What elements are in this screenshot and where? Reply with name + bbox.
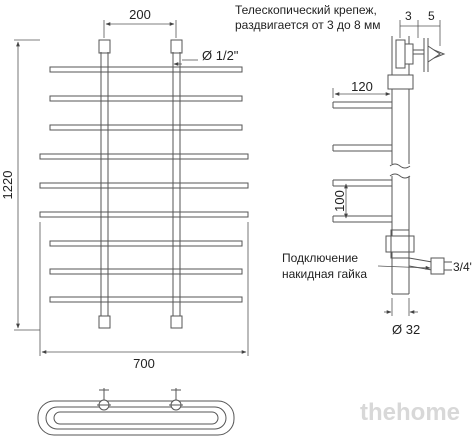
top-view-fitting-right <box>169 388 183 411</box>
rail-bar-3 <box>49 124 243 131</box>
dimension-depth <box>332 88 391 98</box>
connection-leader <box>377 265 431 270</box>
fitting-bottom-left <box>98 315 111 329</box>
top-view-fitting-left <box>97 388 111 411</box>
label-dim-100: 100 <box>332 190 347 212</box>
dimension-width-bottom <box>39 222 249 356</box>
side-coupling-top <box>387 74 414 90</box>
side-riser <box>391 36 410 294</box>
label-dim-5: 5 <box>428 9 435 23</box>
rail-bar-5 <box>39 182 249 189</box>
rail-bar-7 <box>49 240 243 247</box>
top-view <box>37 388 235 436</box>
rail-bar-8 <box>49 268 243 275</box>
dimension-riser-diameter <box>384 298 418 316</box>
rail-bar-2 <box>49 95 243 102</box>
dimension-height <box>14 39 40 331</box>
label-dim-120: 120 <box>351 79 373 94</box>
label-dim-3: 3 <box>405 9 412 23</box>
label-riser-diameter: Ø 32 <box>392 322 420 337</box>
wall-bracket-top <box>395 39 406 69</box>
fitting-top-right <box>170 39 183 54</box>
side-view <box>332 36 452 295</box>
label-width-bottom: 700 <box>133 356 155 371</box>
label-thread: 3/4" <box>453 260 472 274</box>
fitting-bottom-right <box>170 315 183 329</box>
pipe-diameter-leader <box>173 59 198 66</box>
rail-bar-4 <box>39 153 249 160</box>
fitting-top-left <box>98 39 111 54</box>
connection-note-line-1: Подключение <box>282 251 358 265</box>
label-width-top: 200 <box>129 7 151 22</box>
mount-note-line-1: Телескопический крепеж, <box>235 3 377 17</box>
dimension-width-top <box>103 20 177 38</box>
rail-bar-9 <box>49 296 243 303</box>
mount-note-line-2: раздвигается от 3 до 8 мм <box>235 18 381 32</box>
label-pipe-diameter: Ø 1/2" <box>202 48 239 63</box>
connection-note-line-2: накидная гайка <box>282 267 367 281</box>
label-height: 1220 <box>0 171 15 200</box>
rail-bar-1 <box>49 66 243 73</box>
dimension-bracket <box>399 20 441 46</box>
side-coupling-bottom <box>385 235 415 253</box>
watermark-logo: thehome <box>360 399 460 426</box>
front-view <box>39 39 249 329</box>
rail-bar-6 <box>39 211 249 218</box>
union-nut <box>430 257 445 275</box>
